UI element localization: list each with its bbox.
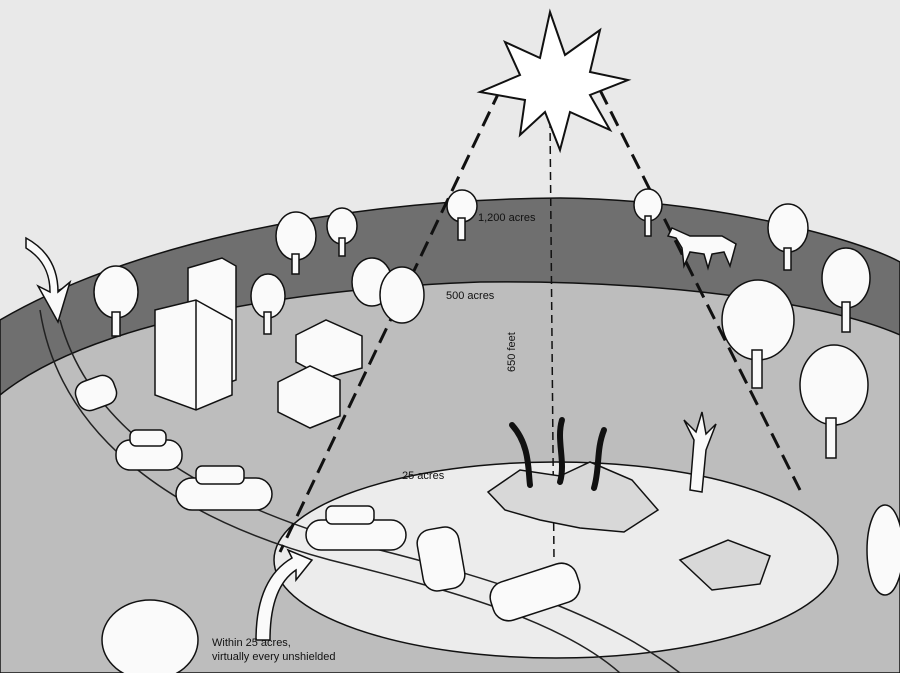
cone-edge-left <box>278 89 502 553</box>
collapsed-structure <box>678 539 771 591</box>
tank-icon <box>74 374 581 622</box>
house <box>277 319 363 429</box>
dead-tree-icon <box>683 411 717 493</box>
detonation-burst-icon <box>476 8 632 154</box>
tree-icon <box>93 188 900 673</box>
cone-edge-right <box>598 89 802 491</box>
ring-label-outer: 1,200 acres <box>478 212 536 224</box>
inner-zone-25-acres <box>273 461 839 659</box>
caption-line: virtually every unshielded <box>212 651 336 663</box>
caption-line: Within 25 acres, <box>212 637 291 649</box>
caption: Within 25 acres, virtually every unshiel… <box>212 636 336 664</box>
pointer-arrow-icon <box>25 236 72 324</box>
building-tower <box>154 257 237 411</box>
height-label: 650 feet <box>506 332 518 372</box>
twisted-beams <box>509 417 607 491</box>
horse-icon <box>666 227 737 271</box>
ring-label-middle: 500 acres <box>446 290 495 302</box>
ring-label-inner: 25 acres <box>402 470 445 482</box>
pointer-arrow-icon <box>255 548 314 641</box>
road-line <box>39 309 621 673</box>
